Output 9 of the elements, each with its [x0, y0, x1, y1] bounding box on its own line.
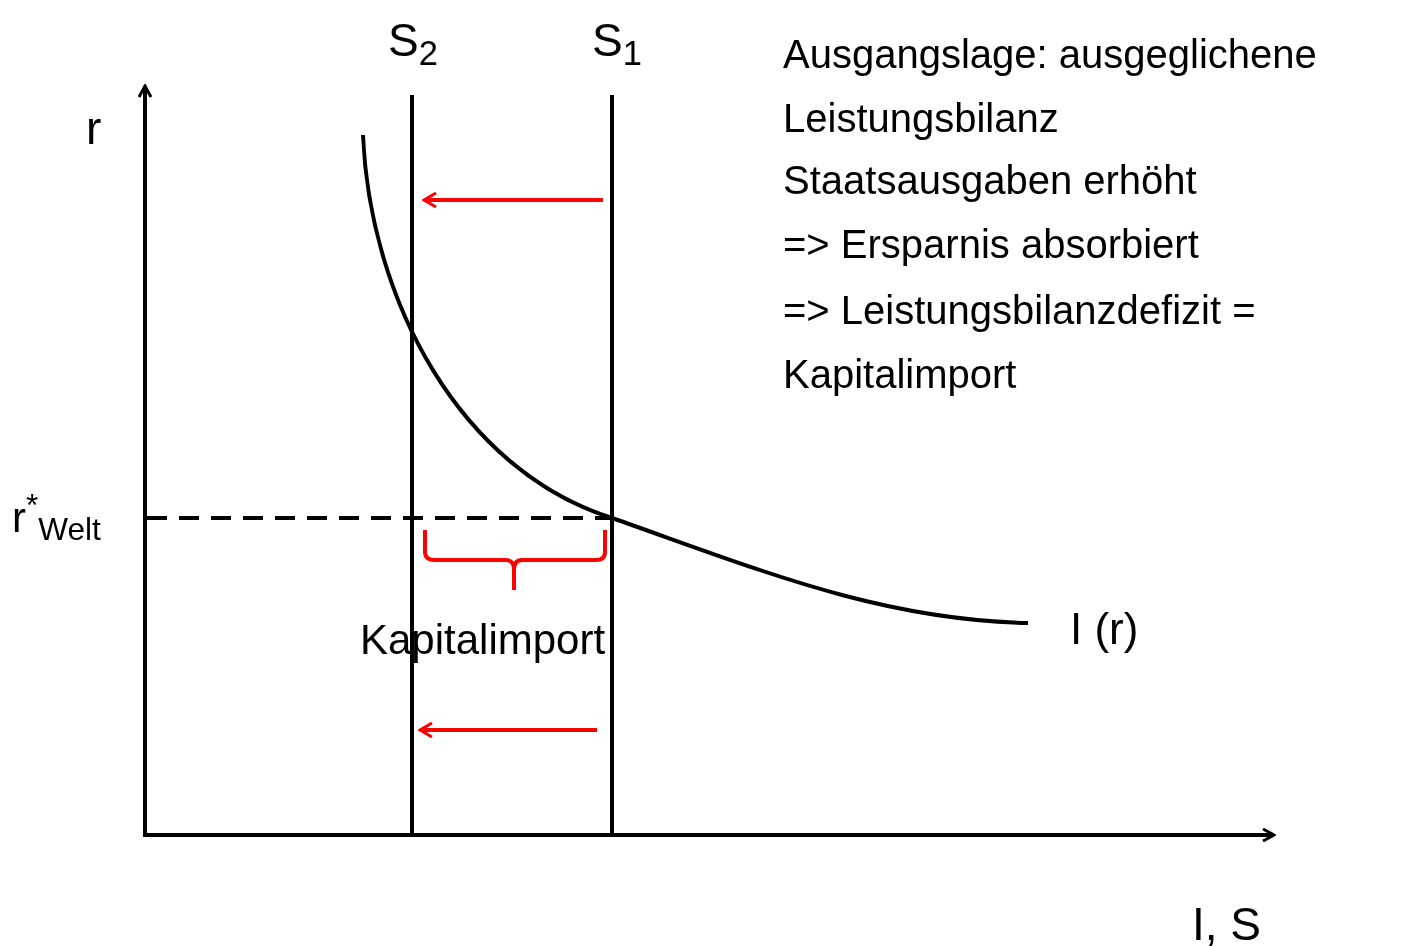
note-text: Staatsausgaben erhöht	[783, 157, 1197, 204]
curve-label: S$_{2}$	[388, 13, 438, 74]
axis-label: I, S	[1192, 897, 1262, 946]
axis-label: r	[86, 101, 102, 156]
curve-label: S$_{1}$	[592, 13, 642, 74]
note-text: => Ersparnis absorbiert	[783, 221, 1199, 268]
curve-label: I (r)	[1070, 603, 1139, 655]
note-text: Ausgangslage: ausgeglichene Leistungsbilanz	[783, 31, 1318, 142]
note-text: => Leistungsbilanzdefizit = Kapitalimport	[783, 287, 1257, 398]
